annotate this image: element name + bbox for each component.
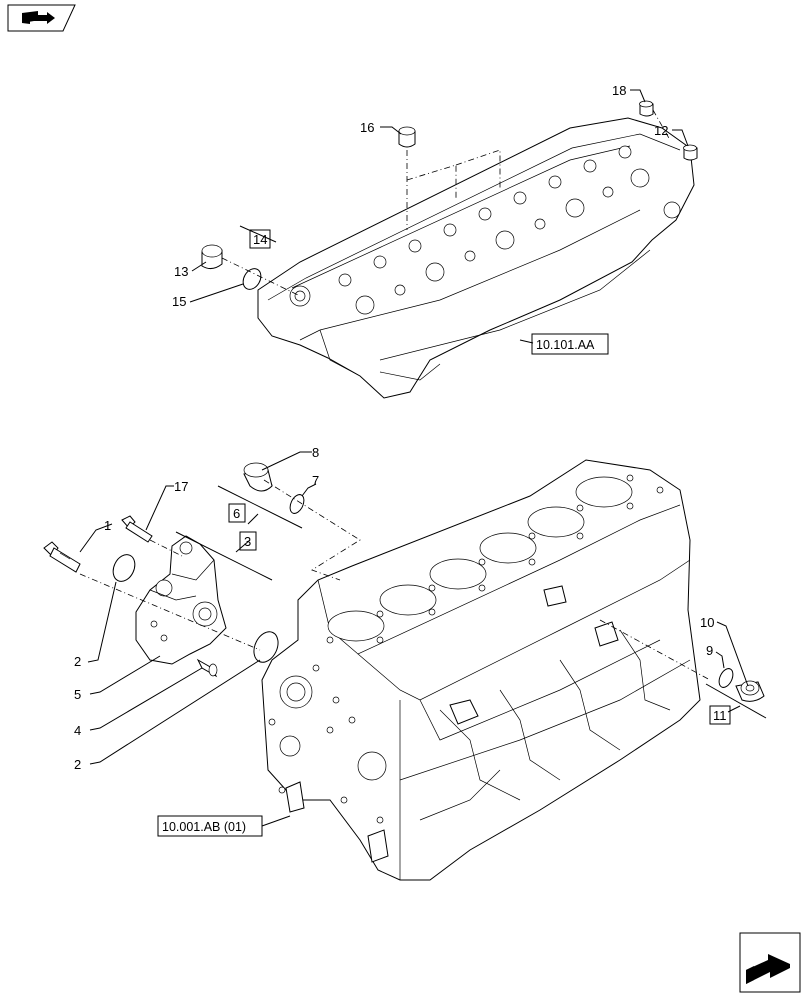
callout-15: 15	[172, 294, 186, 309]
svg-text:11: 11	[713, 708, 727, 723]
part-2-oring-lower[interactable]	[249, 628, 282, 666]
callout-7: 7	[312, 473, 319, 488]
svg-text:6: 6	[233, 506, 240, 521]
callout-18: 18	[612, 83, 626, 98]
callout-13: 13	[174, 264, 188, 279]
callout-4: 4	[74, 723, 81, 738]
callout-12: 12	[654, 123, 668, 138]
callout-17: 17	[174, 479, 188, 494]
part-5-filter-head[interactable]	[135, 535, 227, 665]
svg-text:14: 14	[253, 232, 267, 247]
callout-9: 9	[706, 643, 713, 658]
part-15-oring[interactable]	[240, 265, 265, 292]
boxed-callout-6: 6	[228, 503, 246, 523]
callout-2-upper: 2	[74, 654, 81, 669]
part-13-plug[interactable]	[201, 244, 223, 270]
callout-16: 16	[360, 120, 374, 135]
block-bolt-holes	[326, 474, 664, 644]
boxed-callout-11: 11	[709, 705, 731, 725]
part-7-oring[interactable]	[287, 492, 306, 515]
book-arrow-icon[interactable]	[7, 4, 76, 32]
callout-8: 8	[312, 445, 319, 460]
svg-text:10.101.AA: 10.101.AA	[536, 338, 595, 352]
callout-10: 10	[700, 615, 714, 630]
part-17-bolt[interactable]	[121, 515, 153, 543]
part-12-plug[interactable]	[683, 144, 698, 161]
part-4-dowel-pin[interactable]	[196, 658, 218, 678]
part-1-bolt[interactable]	[43, 541, 81, 573]
cylinder-head	[257, 117, 695, 399]
reference-cylinder-head[interactable]: 10.101.AA	[531, 333, 609, 355]
cylinder-bores	[327, 476, 633, 642]
reference-engine-block[interactable]: 10.001.AB (01)	[157, 815, 263, 837]
next-page-arrow-icon[interactable]	[739, 932, 801, 993]
callout-5: 5	[74, 687, 81, 702]
part-8-plug[interactable]	[243, 462, 273, 492]
svg-text:10.001.AB (01): 10.001.AB (01)	[162, 820, 246, 834]
part-2-oring-upper[interactable]	[109, 551, 139, 585]
part-9-oring[interactable]	[716, 666, 735, 689]
engine-block	[261, 459, 701, 881]
callout-1: 1	[104, 518, 111, 533]
boxed-callout-3: 3	[239, 531, 257, 551]
svg-text:3: 3	[244, 534, 251, 549]
part-10-plug[interactable]	[735, 680, 765, 702]
part-18-plug[interactable]	[639, 100, 654, 117]
cylinder-head-bosses	[289, 145, 681, 315]
boxed-callout-14: 14	[249, 229, 271, 249]
part-16-plug[interactable]	[398, 126, 416, 148]
callout-2-lower: 2	[74, 757, 81, 772]
